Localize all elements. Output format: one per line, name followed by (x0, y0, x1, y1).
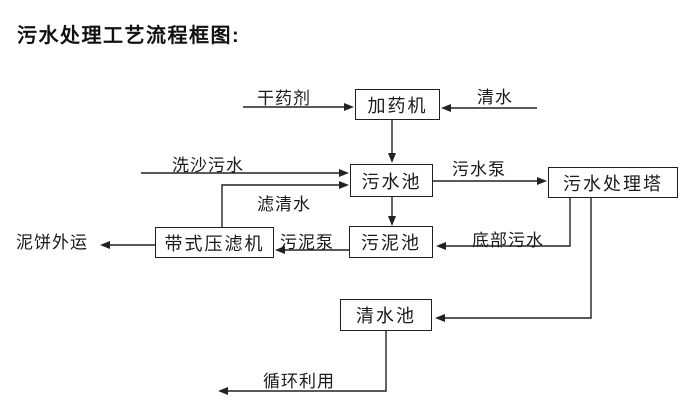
node-sludge-pool: 污泥池 (349, 226, 433, 258)
edge-tower-to-clean-water-pool-arrow (435, 198, 592, 322)
page-title: 污水处理工艺流程框图: (17, 25, 241, 47)
edge-recycle-use-arrow (218, 331, 387, 395)
edge-bottom-sewage-arrow (436, 198, 571, 250)
node-sewage-pool: 污水池 (350, 164, 433, 197)
edge-sand-washing-arrow (141, 169, 349, 177)
edge-clean-water-arrow (441, 104, 537, 112)
edge-filtered-water-arrow (221, 181, 349, 227)
label-recycle-use: 循环利用 (263, 372, 335, 391)
edge-mud-cake-out-arrow (100, 241, 155, 249)
edge-sewage-pool-to-sludge-pool-arrow (388, 197, 396, 226)
label-mud-cake-out: 泥饼外运 (16, 233, 88, 252)
label-dry-chemical: 干药剂 (257, 89, 311, 108)
node-belt-filter-press: 带式压滤机 (155, 227, 274, 258)
node-sewage-treatment-tower: 污水处理塔 (548, 167, 678, 198)
edge-dry-chemical-arrow (243, 103, 354, 111)
label-sewage-pump: 污水泵 (452, 160, 506, 179)
node-dosing-machine: 加药机 (355, 89, 440, 120)
label-sludge-pump: 污泥泵 (280, 233, 334, 252)
label-sand-washing-sewage: 洗沙污水 (172, 156, 244, 175)
label-bottom-sewage: 底部污水 (472, 231, 544, 250)
node-clean-water-pool: 清水池 (340, 299, 432, 331)
edge-sewage-pump-arrow (433, 177, 547, 185)
edge-dosing-to-sewage-pool-arrow (388, 120, 396, 163)
label-filtered-water: 滤清水 (257, 195, 311, 214)
edge-sludge-pump-arrow (275, 246, 349, 254)
label-clean-water: 清水 (477, 88, 513, 107)
